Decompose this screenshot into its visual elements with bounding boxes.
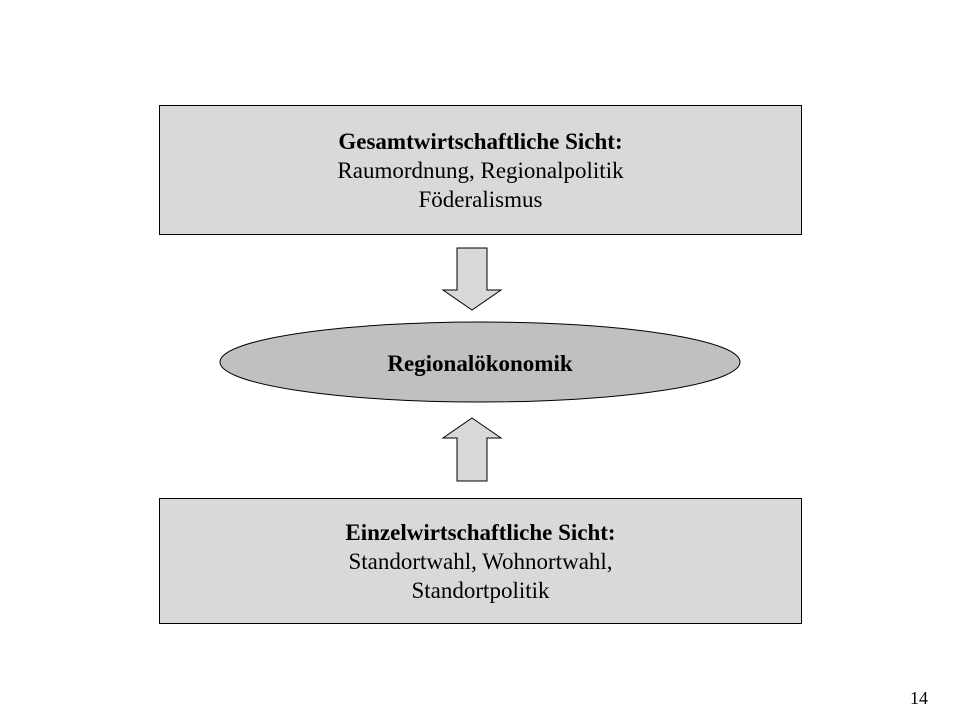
top-box-line-1: Raumordnung, Regionalpolitik <box>337 157 624 183</box>
top-box-line-2: Föderalismus <box>418 186 543 212</box>
top-box-heading: Gesamtwirtschaftliche Sicht: <box>338 128 623 154</box>
bottom-box-heading: Einzelwirtschaftliche Sicht: <box>345 519 616 545</box>
center-label: Regionalökonomik <box>387 351 573 376</box>
page-number: 14 <box>910 688 928 708</box>
down-arrow <box>441 247 503 311</box>
top-box: Gesamtwirtschaftliche Sicht: Raumordnung… <box>159 105 802 235</box>
bottom-box-line-1: Standortwahl, Wohnortwahl, <box>348 548 613 574</box>
bottom-box: Einzelwirtschaftliche Sicht: Standortwah… <box>159 498 802 624</box>
center-ellipse <box>219 321 741 403</box>
bottom-box-line-2: Standortpolitik <box>411 577 550 603</box>
up-arrow <box>441 417 503 482</box>
